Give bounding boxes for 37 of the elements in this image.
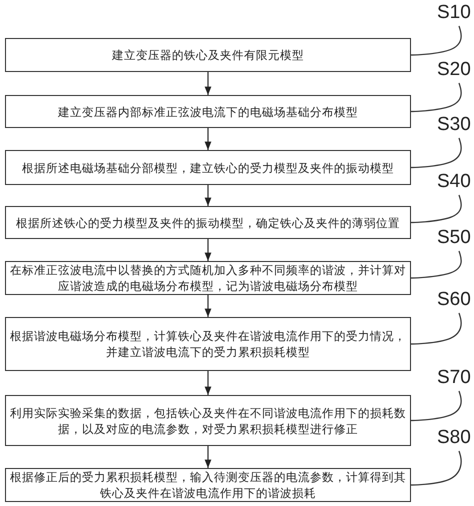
leader-line bbox=[411, 450, 462, 486]
arrow bbox=[204, 295, 212, 317]
arrow bbox=[204, 239, 212, 261]
process-box bbox=[5, 38, 411, 72]
leader-line bbox=[411, 312, 462, 345]
step-text: 在标准正弦波电流中以替换的方式随机加入多种不同频率的谐波，并计算对应谐波造成的电磁场分布模型，记为谐波电磁场分布模型 bbox=[10, 262, 406, 294]
step-label: S20 bbox=[437, 60, 471, 80]
step-label: S60 bbox=[437, 290, 471, 310]
process-box bbox=[5, 95, 411, 128]
arrow bbox=[204, 371, 212, 395]
step-text: 根据所述电磁场基础分部模型，建立铁心的受力模型及夹件的振动模型 bbox=[22, 160, 394, 176]
step-text: 利用实际实验采集的数据，包括铁心及夹件在不同谐波电流作用下的损耗数据，以及对应的电流参数，对受力累积损耗模型进行修正 bbox=[10, 404, 406, 436]
arrow bbox=[204, 72, 212, 95]
step-label: S80 bbox=[437, 428, 471, 448]
step-text: 建立变压器内部标准正弦波电流下的电磁场基础分布模型 bbox=[58, 104, 358, 120]
process-box bbox=[5, 206, 411, 239]
step-text: 建立变压器的铁心及夹件有限元模型 bbox=[112, 47, 304, 63]
leader-line bbox=[411, 26, 462, 56]
step-text: 根据谐波电磁场分布模型，计算铁心及夹件在谐波电流作用下的受力情况，并建立谐波电流下的受力累积损耗模型 bbox=[10, 328, 406, 360]
step-label: S70 bbox=[437, 368, 471, 388]
step-text: 根据修正后的受力累积损耗模型，输入待测变压器的电流参数，计算得到其铁心及夹件在谐波电流作用下的谐波损耗 bbox=[10, 469, 406, 501]
leader-line bbox=[411, 194, 462, 224]
leader-line bbox=[411, 390, 462, 422]
process-box bbox=[5, 150, 411, 185]
leader-line bbox=[411, 138, 462, 168]
process-box bbox=[5, 317, 411, 371]
arrow bbox=[204, 446, 212, 468]
step-label: S30 bbox=[437, 115, 471, 135]
step-label: S10 bbox=[437, 3, 471, 23]
leader-line bbox=[411, 250, 462, 279]
step-text: 根据所述铁心的受力模型及夹件的振动模型，确定铁心及夹件的薄弱位置 bbox=[16, 214, 400, 230]
arrow bbox=[204, 128, 212, 150]
step-label: S50 bbox=[437, 228, 471, 248]
leader-line bbox=[411, 82, 462, 112]
process-box bbox=[5, 395, 411, 446]
step-label: S40 bbox=[437, 172, 471, 192]
arrow bbox=[204, 185, 212, 206]
